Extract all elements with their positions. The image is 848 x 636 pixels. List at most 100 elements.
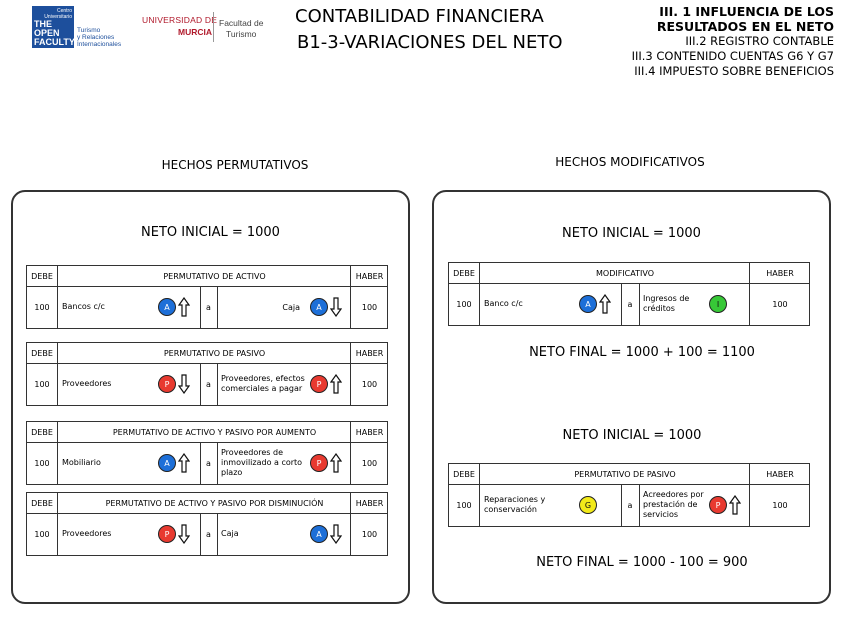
account-type-circle: P (310, 375, 328, 393)
table-header (449, 464, 809, 485)
haber-amount: 100 (361, 458, 378, 468)
arrow-up-icon (329, 373, 343, 394)
debe-header: DEBE (31, 427, 53, 437)
arrow-down-icon (177, 374, 191, 395)
a-connector: a (627, 299, 633, 309)
haber-amount: 100 (361, 529, 378, 539)
faculty-logo-text: Facultad de Turismo (219, 18, 263, 40)
debe-header: DEBE (31, 271, 53, 281)
account-type-circle: P (158, 525, 176, 543)
logo-sub-2: y Relaciones (77, 34, 115, 41)
debe-amount: 100 (456, 500, 472, 510)
table-title: PERMUTATIVO DE ACTIVO (163, 271, 266, 281)
account-type-circle: I (709, 295, 727, 313)
col-divider (479, 464, 480, 526)
open-faculty-subtitle: Turismo y Relaciones Internacionales (77, 27, 121, 48)
faculty-line-1: Facultad de (219, 18, 264, 28)
open-faculty-logo: Centro Universitario THE OPEN FACULTY (32, 6, 75, 48)
arrow-down-icon (329, 524, 343, 545)
haber-account: Proveedores, efectos comerciales a pagar (221, 374, 305, 393)
col-divider (200, 513, 201, 555)
arrow-up-icon (728, 494, 742, 515)
neto-inicial-right-1: NETO INICIAL = 1000 (562, 226, 701, 241)
haber-header: HABER (766, 469, 794, 479)
debe-account: Proveedores (62, 529, 112, 538)
col-divider (200, 442, 201, 484)
logo-open-line-3: FACULTY (34, 37, 75, 47)
logo-sub-1: Turismo (77, 27, 101, 34)
topic-3: III.3 CONTENIDO CUENTAS G6 Y G7 (631, 49, 834, 63)
col-divider (200, 286, 201, 328)
table-header (27, 493, 387, 514)
topic-4: III.4 IMPUESTO SOBRE BENEFICIOS (634, 64, 834, 78)
account-type-circle: A (310, 298, 328, 316)
faculty-line-2: Turismo (226, 29, 257, 39)
col-divider (57, 422, 58, 484)
account-type-circle: P (709, 496, 727, 514)
table-header (27, 266, 387, 287)
table-title: PERMUTATIVO DE ACTIVO Y PASIVO POR DISMI… (105, 498, 324, 508)
haber-account: Caja (282, 302, 300, 312)
account-type-circle: G (579, 496, 597, 514)
table-header (449, 263, 809, 284)
col-divider (350, 493, 351, 555)
neto-final-right-1: NETO FINAL = 1000 + 100 = 1100 (529, 345, 755, 360)
journal-table: DEBE PERMUTATIVO DE ACTIVO Y PASIVO POR D… (26, 492, 388, 556)
col-divider (639, 283, 640, 325)
arrow-down-icon (329, 297, 343, 318)
a-connector: a (206, 379, 211, 389)
title-line-2: B1-3-VARIACIONES DEL NETO (297, 32, 563, 53)
debe-account: Proveedores (62, 379, 112, 388)
haber-header: HABER (355, 271, 384, 281)
debe-amount: 100 (34, 379, 50, 389)
table-header (27, 343, 387, 364)
debe-amount: 100 (34, 458, 50, 468)
haber-amount: 100 (772, 500, 788, 510)
debe-header: DEBE (453, 469, 475, 479)
neto-final-right-2: NETO FINAL = 1000 - 100 = 900 (536, 555, 748, 570)
topics-list: III. 1 INFLUENCIA DE LOS RESULTADOS EN E… (632, 4, 834, 79)
table-title: PERMUTATIVO DE PASIVO (163, 348, 266, 358)
col-divider (621, 484, 622, 526)
debe-account: Reparaciones y conservación (484, 495, 546, 514)
col-divider (217, 363, 218, 405)
haber-amount: 100 (772, 299, 788, 309)
debe-account: Bancos c/c (62, 302, 105, 311)
col-divider (57, 343, 58, 405)
haber-header: HABER (355, 348, 384, 358)
account-type-circle: A (579, 295, 597, 313)
debe-amount: 100 (34, 302, 50, 312)
col-divider (57, 493, 58, 555)
a-connector: a (206, 302, 211, 312)
col-divider (217, 513, 218, 555)
col-divider (200, 363, 201, 405)
a-connector: a (627, 500, 633, 510)
haber-amount: 100 (361, 302, 378, 312)
logo-divider (213, 12, 214, 42)
col-divider (350, 422, 351, 484)
logo-open-line-1: THE (34, 19, 52, 29)
permutativos-panel (11, 190, 410, 604)
logo-sub-3: Internacionales (77, 41, 122, 48)
col-divider (57, 266, 58, 328)
col-divider (350, 266, 351, 328)
haber-header: HABER (766, 268, 794, 278)
debe-account: Mobiliario (62, 458, 101, 467)
haber-account: Acreedores por prestación de servicios (643, 490, 704, 519)
haber-account: Proveedores de inmovilizado a corto plaz… (221, 448, 303, 477)
table-header (27, 422, 387, 443)
account-type-circle: A (310, 525, 328, 543)
journal-table: DEBE PERMUTATIVO DE ACTIVO Y PASIVO POR A… (26, 421, 388, 485)
haber-account: Ingresos de créditos (643, 294, 690, 313)
table-title: PERMUTATIVO DE ACTIVO Y PASIVO POR AUMEN… (112, 427, 317, 437)
haber-header: HABER (355, 427, 384, 437)
debe-header: DEBE (31, 498, 53, 508)
debe-header: DEBE (453, 268, 475, 278)
arrow-up-icon (177, 452, 191, 473)
neto-inicial-left: NETO INICIAL = 1000 (141, 225, 280, 240)
debe-amount: 100 (456, 299, 472, 309)
permutativos-title: HECHOS PERMUTATIVOS (161, 158, 309, 172)
col-divider (350, 343, 351, 405)
modificativos-title: HECHOS MODIFICATIVOS (555, 155, 705, 169)
